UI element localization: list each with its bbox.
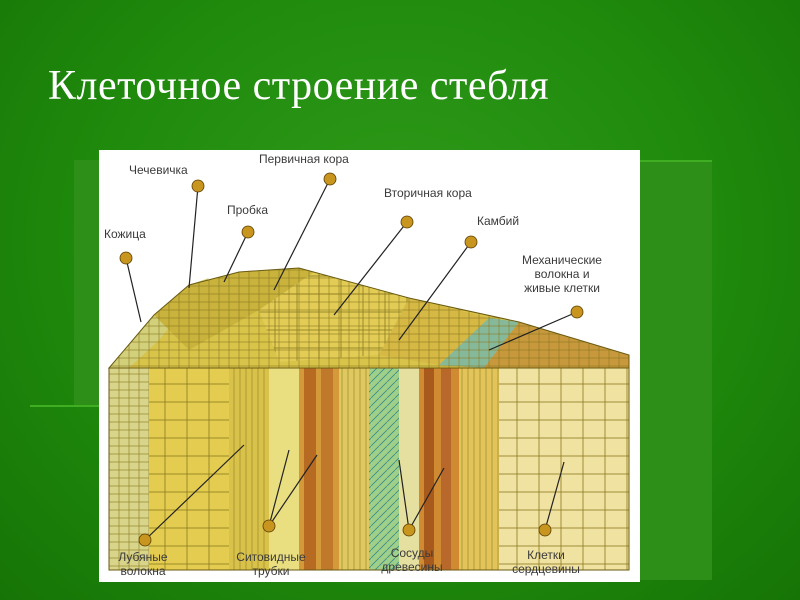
label-kletki-serdtseviny: Клетки сердцевины <box>491 548 601 576</box>
label-kletki-line2: сердцевины <box>512 562 580 576</box>
pin-heads <box>119 172 584 547</box>
label-lubyanye: Лубяные волокна <box>103 550 183 578</box>
stem-top-section <box>107 267 630 369</box>
pin-probka <box>241 225 255 239</box>
label-mekhanicheskie-line2: волокна и <box>534 267 590 281</box>
pin-sitovidnye <box>262 519 276 533</box>
pin-lubyanye <box>138 533 152 547</box>
label-probka: Пробка <box>227 203 269 217</box>
pin-chechevichka <box>191 179 205 193</box>
decor-block-left <box>74 160 100 405</box>
decor-block-right <box>640 160 712 580</box>
label-sosudy-line2: древесины <box>381 560 443 574</box>
pin-kambiy <box>464 235 478 249</box>
stem-diagram-illustration <box>107 172 630 571</box>
label-mekhanicheskie-line3: живые клетки <box>524 281 600 295</box>
label-vtorichnaya-kora: Вторичная кора <box>384 186 472 200</box>
decor-line-mid <box>30 405 100 407</box>
label-mekhanicheskie: Механические волокна и живые клетки <box>492 253 632 295</box>
label-sitovidnye-line2: трубки <box>252 564 290 578</box>
label-pervichnaya-kora: Первичная кора <box>259 152 349 166</box>
label-sitovidnye: Ситовидные трубки <box>211 550 331 578</box>
label-chechevichka: Чечевичка <box>129 163 188 177</box>
label-sosudy-line1: Сосуды <box>390 546 434 560</box>
pin-vtorichnaya-kora <box>400 215 414 229</box>
pin-pervichnaya-kora <box>323 172 337 186</box>
stem-diagram-panel: Чечевичка Первичная кора Пробка Вторична… <box>99 150 640 582</box>
label-lubyanye-line2: волокна <box>120 564 166 578</box>
label-sosudy: Сосуды древесины <box>357 546 467 574</box>
label-kambiy: Камбий <box>477 214 520 228</box>
decor-line-top <box>640 160 712 162</box>
label-sitovidnye-line1: Ситовидные <box>236 550 306 564</box>
pin-sosudy <box>402 523 416 537</box>
pin-mekhanicheskie <box>570 305 584 319</box>
leader-lines <box>125 178 578 541</box>
stem-front-section <box>108 367 630 571</box>
label-lubyanye-line1: Лубяные <box>118 550 168 564</box>
label-mekhanicheskie-line1: Механические <box>522 253 602 267</box>
pin-kletki-serdtseviny <box>538 523 552 537</box>
label-kletki-line1: Клетки <box>527 548 565 562</box>
label-kozhitsa: Кожица <box>104 227 146 241</box>
slide-title: Клеточное строение стебля <box>48 63 550 109</box>
pin-kozhitsa <box>119 251 133 265</box>
